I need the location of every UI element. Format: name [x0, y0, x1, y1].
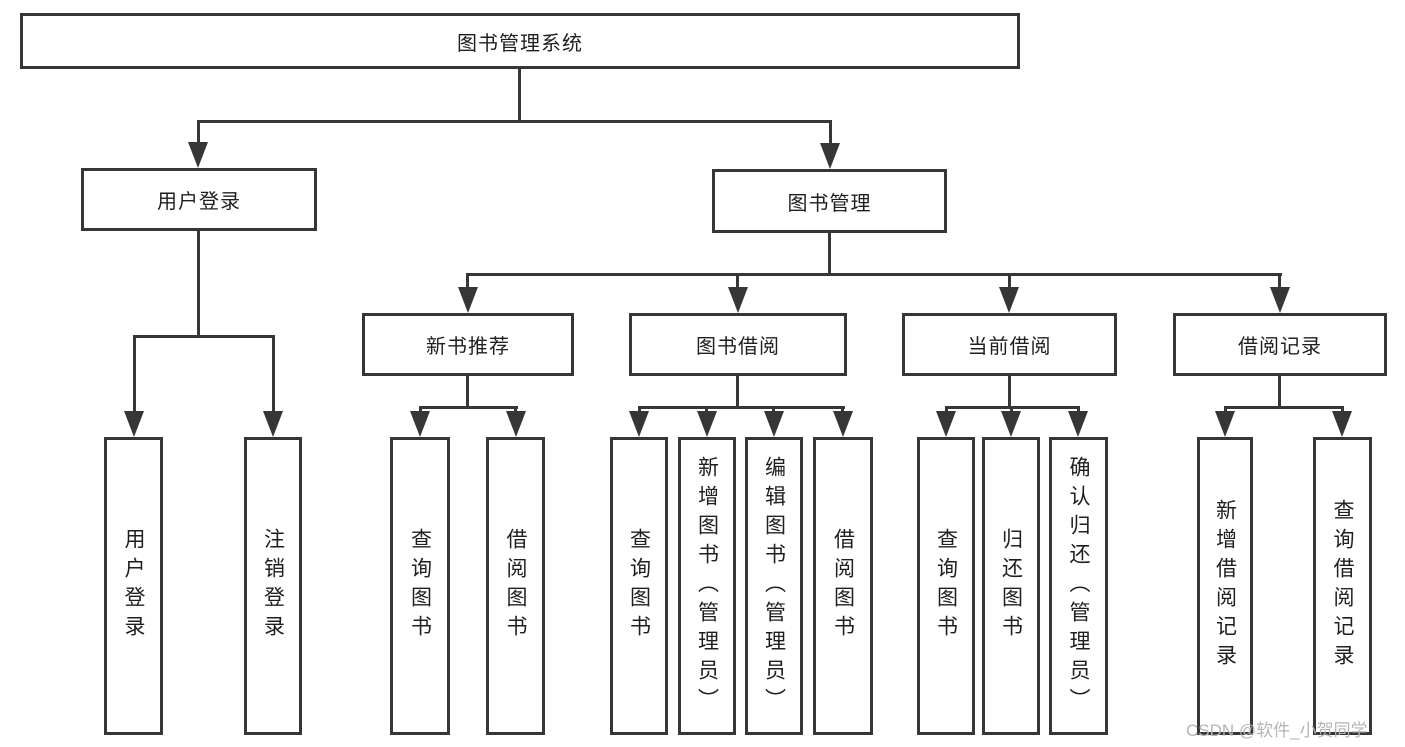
leaf-newbooks-borrow: 借阅图书	[486, 437, 545, 735]
connector-borrowrecords-horizontal	[1224, 406, 1344, 409]
connector-drop-user-login	[197, 120, 200, 144]
connector-currentborrow-vertical	[1008, 376, 1011, 408]
connector-stub	[841, 406, 844, 414]
connector-drop-leaf-logout	[272, 335, 275, 412]
leaf-records-add: 新增借阅记录	[1197, 437, 1253, 735]
node-borrow-records: 借阅记录	[1173, 313, 1387, 376]
arrow-down-leaf	[764, 411, 784, 437]
connector-stub	[772, 406, 775, 414]
connector-drop-leaf-login	[133, 335, 136, 412]
connector-stub	[419, 406, 422, 414]
node-current-borrow-label: 当前借阅	[967, 336, 1052, 358]
leaf-logout: 注销登录	[244, 437, 302, 735]
leaf-newbooks-query-label: 查询图书	[408, 528, 432, 644]
arrow-down-leaf	[1215, 411, 1235, 437]
connector-stub	[945, 406, 948, 414]
node-root-title: 图书管理系统	[20, 13, 1020, 69]
leaf-borrow-book: 借阅图书	[813, 437, 873, 735]
node-new-book-recommend-label: 新书推荐	[426, 336, 510, 358]
arrow-down-book-management	[820, 143, 840, 169]
leaf-borrow-book-label: 借阅图书	[831, 528, 855, 644]
arrow-down-current-borrow	[999, 287, 1019, 313]
node-user-login-label: 用户登录	[157, 191, 241, 213]
leaf-current-return: 归还图书	[982, 437, 1040, 735]
node-book-management: 图书管理	[712, 169, 947, 233]
leaf-user-login-label: 用户登录	[122, 528, 145, 644]
node-root-label: 图书管理系统	[457, 32, 583, 55]
arrow-down-leaf	[1068, 411, 1088, 437]
arrow-down-leaf	[506, 411, 526, 437]
connector-stub	[514, 406, 517, 414]
csdn-watermark: CSDN @软件_小贺同学	[1186, 721, 1368, 740]
arrow-down-book-borrow	[728, 287, 748, 313]
connector-userlogin-vertical	[197, 231, 200, 335]
leaf-records-add-label: 新增借阅记录	[1213, 499, 1237, 673]
connector-drop-current-borrow	[1008, 273, 1011, 289]
connector-stub	[638, 406, 641, 414]
leaf-records-query-label: 查询借阅记录	[1331, 499, 1354, 673]
arrow-down-new-books	[458, 287, 478, 313]
arrow-down-user-login	[188, 142, 208, 168]
connector-stub	[1010, 406, 1013, 414]
arrow-down-leaf	[629, 411, 649, 437]
arrow-down-leaf	[936, 411, 956, 437]
arrow-down-leaf-login	[124, 411, 144, 437]
leaf-current-return-label: 归还图书	[999, 528, 1023, 644]
node-book-borrow: 图书借阅	[629, 313, 847, 376]
leaf-current-confirm-admin: 确认归还（管理员）	[1049, 437, 1108, 735]
connector-drop-book-management	[829, 120, 832, 145]
connector-bookmgmt-horizontal	[467, 273, 1282, 276]
leaf-borrow-edit-admin: 编辑图书（管理员）	[745, 437, 803, 735]
arrow-down-leaf-logout	[263, 411, 283, 437]
leaf-newbooks-query: 查询图书	[390, 437, 450, 735]
node-book-management-label: 图书管理	[787, 192, 872, 215]
arrow-down-leaf	[1332, 411, 1352, 437]
leaf-user-login: 用户登录	[104, 437, 163, 735]
connector-bookborrow-vertical	[736, 376, 739, 408]
connector-newbooks-vertical	[466, 376, 469, 408]
leaf-borrow-query: 查询图书	[610, 437, 668, 735]
arrow-down-borrow-records	[1270, 287, 1290, 313]
connector-stub	[1224, 406, 1227, 414]
leaf-logout-label: 注销登录	[261, 528, 285, 644]
node-new-book-recommend: 新书推荐	[362, 313, 574, 376]
connector-newbooks-horizontal	[419, 406, 518, 409]
connector-stub	[1341, 406, 1344, 414]
connector-root-vertical	[518, 69, 521, 122]
node-book-borrow-label: 图书借阅	[696, 336, 780, 358]
connector-stub	[705, 406, 708, 414]
connector-borrowrecords-vertical	[1278, 376, 1281, 408]
leaf-newbooks-borrow-label: 借阅图书	[504, 528, 527, 644]
leaf-current-query: 查询图书	[917, 437, 975, 735]
connector-bookborrow-horizontal	[638, 406, 845, 409]
leaf-borrow-add-admin-label: 新增图书（管理员）	[695, 455, 719, 717]
arrow-down-leaf	[697, 411, 717, 437]
leaf-borrow-query-label: 查询图书	[627, 528, 651, 644]
leaf-current-confirm-admin-label: 确认归还（管理员）	[1067, 455, 1090, 717]
connector-drop-book-borrow	[736, 273, 739, 289]
leaf-borrow-add-admin: 新增图书（管理员）	[678, 437, 736, 735]
connector-stub	[1077, 406, 1080, 414]
arrow-down-leaf	[1001, 411, 1021, 437]
node-user-login: 用户登录	[81, 168, 317, 231]
arrow-down-leaf	[833, 411, 853, 437]
connector-drop-borrow-records	[1278, 273, 1281, 289]
connector-bookmgmt-vertical	[828, 233, 831, 275]
leaf-borrow-edit-admin-label: 编辑图书（管理员）	[762, 455, 786, 717]
connector-root-horizontal	[197, 120, 832, 123]
node-current-borrow: 当前借阅	[902, 313, 1117, 376]
connector-drop-new-books	[466, 273, 469, 289]
arrow-down-leaf	[410, 411, 430, 437]
leaf-records-query: 查询借阅记录	[1313, 437, 1372, 735]
connector-userlogin-horizontal	[133, 335, 275, 338]
node-borrow-records-label: 借阅记录	[1238, 336, 1322, 358]
leaf-current-query-label: 查询图书	[934, 528, 958, 644]
